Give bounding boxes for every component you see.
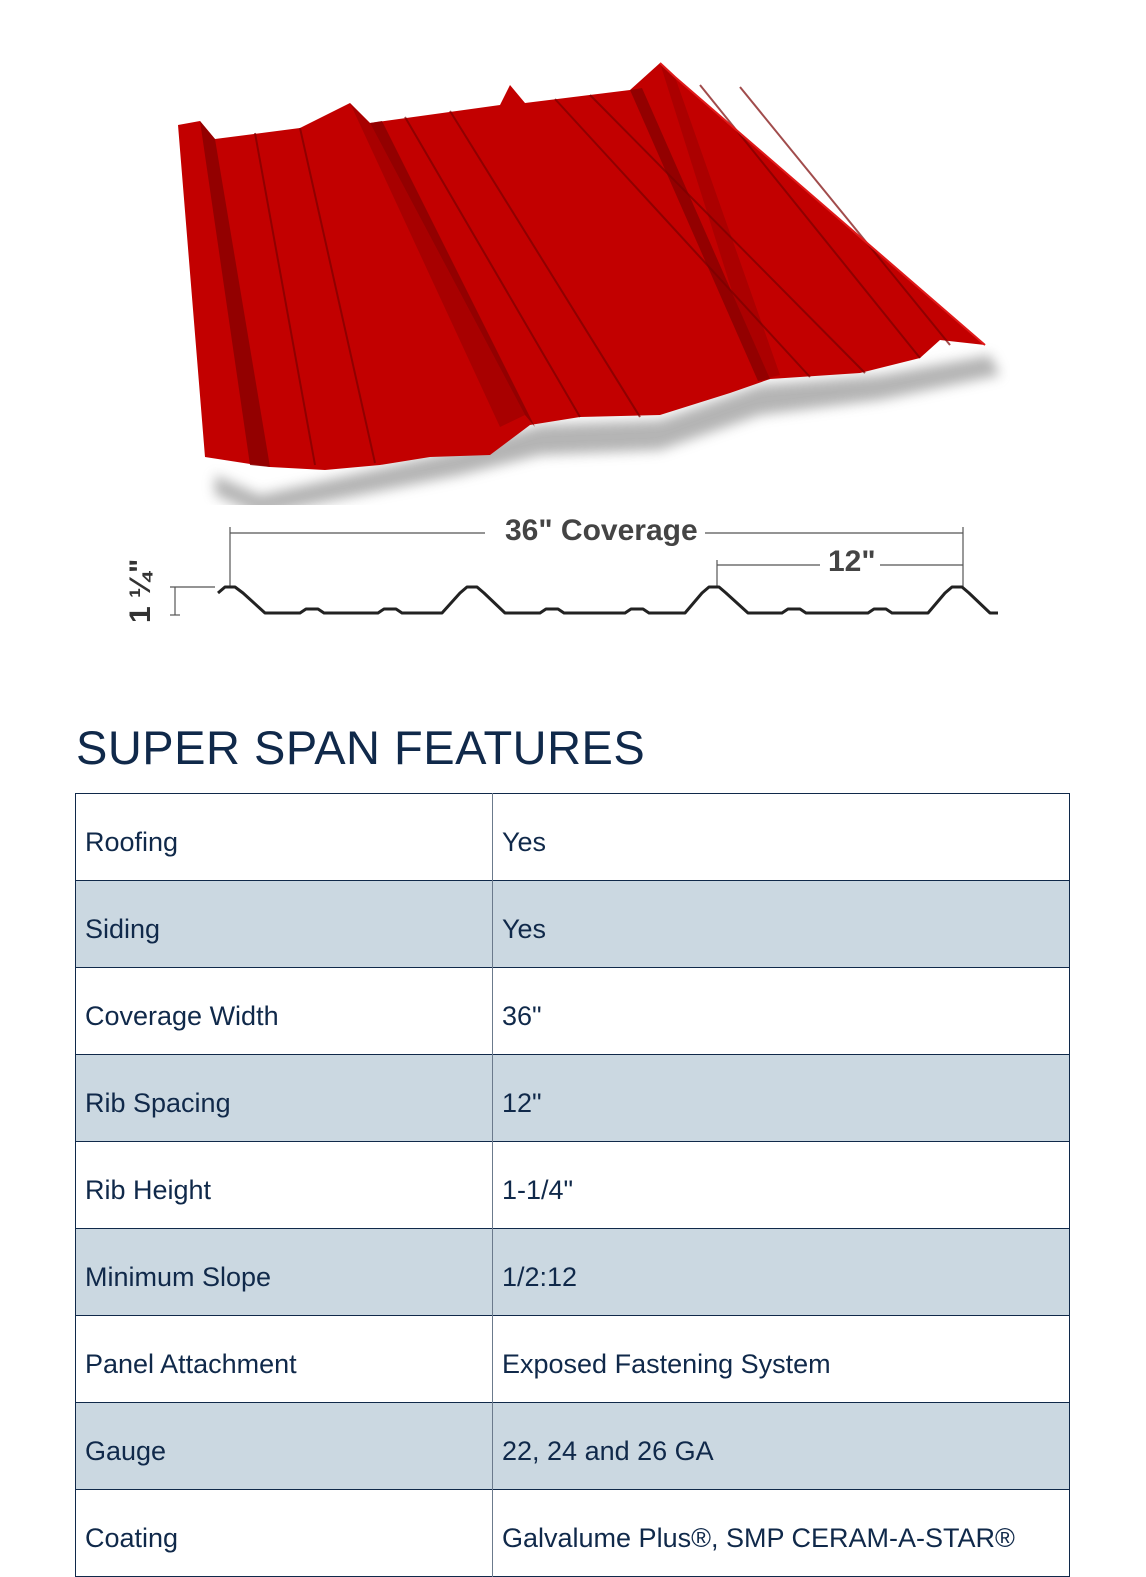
feature-label: Rib Spacing [75, 1054, 493, 1142]
panel-profile-diagram: 1 ¼" 36" Coverage 12" [120, 505, 1020, 645]
feature-label: Gauge [75, 1402, 493, 1490]
roof-panel-illustration [178, 62, 1000, 505]
feature-value: Yes [492, 880, 1070, 968]
table-row: Panel Attachment Exposed Fastening Syste… [75, 1315, 1070, 1403]
table-row: Minimum Slope 1/2:12 [75, 1228, 1070, 1316]
feature-label: Rib Height [75, 1141, 493, 1229]
section-title: SUPER SPAN FEATURES [76, 721, 646, 774]
table-row: Siding Yes [75, 880, 1070, 968]
feature-label: Panel Attachment [75, 1315, 493, 1403]
feature-label: Roofing [75, 793, 493, 881]
feature-value: Yes [492, 793, 1070, 881]
feature-label: Coating [75, 1489, 493, 1577]
feature-label: Siding [75, 880, 493, 968]
feature-value: Galvalume Plus®, SMP CERAM-A-STAR® [492, 1489, 1070, 1577]
feature-value: 22, 24 and 26 GA [492, 1402, 1070, 1490]
coverage-label: 36" Coverage [505, 514, 698, 547]
rib-spacing-label: 12" [828, 545, 876, 578]
feature-label: Coverage Width [75, 967, 493, 1055]
feature-value: 1/2:12 [492, 1228, 1070, 1316]
feature-value: 12" [492, 1054, 1070, 1142]
feature-label: Minimum Slope [75, 1228, 493, 1316]
feature-value: 36" [492, 967, 1070, 1055]
feature-value: Exposed Fastening System [492, 1315, 1070, 1403]
rib-height-label: 1 ¼" [124, 559, 157, 623]
features-table: Roofing Yes Siding Yes Coverage Width 36… [75, 793, 1070, 1577]
table-row: Coverage Width 36" [75, 967, 1070, 1055]
table-row: Rib Height 1-1/4" [75, 1141, 1070, 1229]
table-row: Gauge 22, 24 and 26 GA [75, 1402, 1070, 1490]
feature-value: 1-1/4" [492, 1141, 1070, 1229]
table-row: Roofing Yes [75, 793, 1070, 881]
table-row: Rib Spacing 12" [75, 1054, 1070, 1142]
table-row: Coating Galvalume Plus®, SMP CERAM-A-STA… [75, 1489, 1070, 1577]
